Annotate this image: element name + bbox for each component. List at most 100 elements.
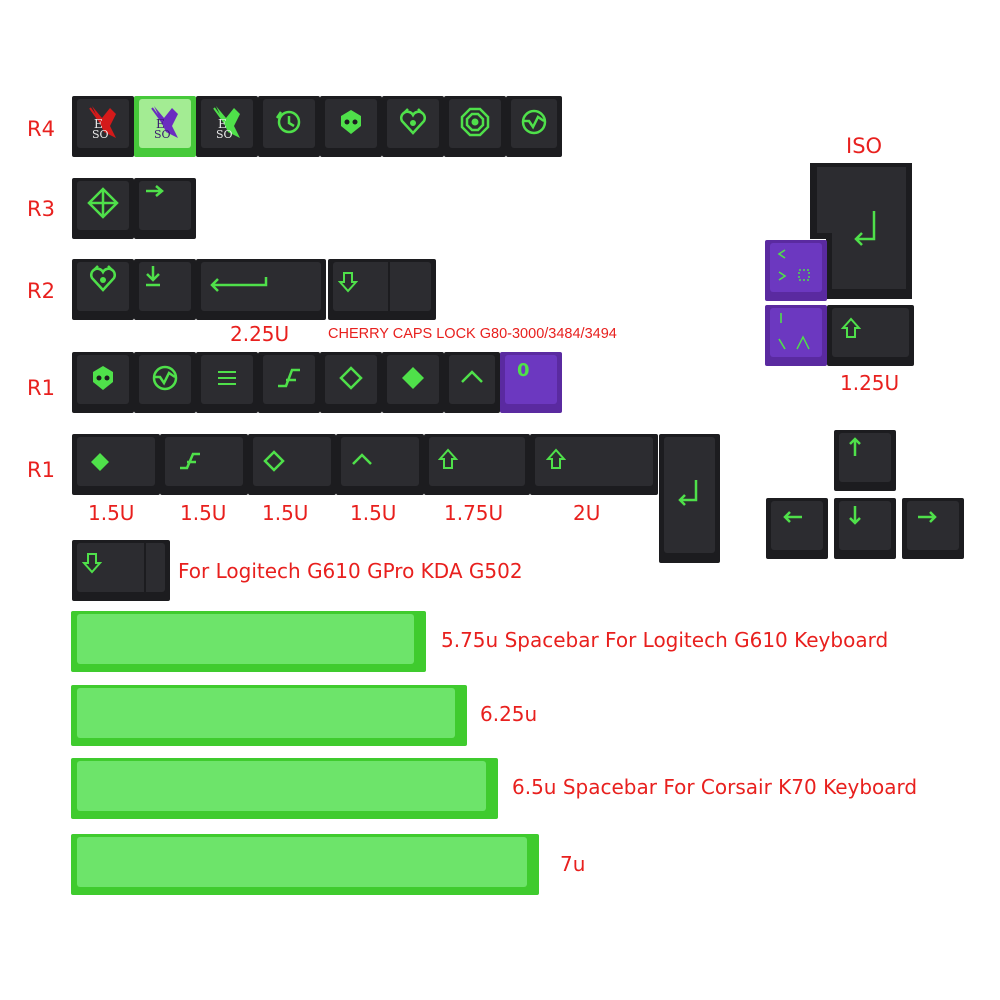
r1-175u-shift-key [424,434,530,495]
diamond-filled-icon-2 [91,453,109,471]
enter-arrow-icon [210,277,268,292]
circle-wave-icon-2 [152,365,178,391]
arrow-right-icon [146,185,164,197]
r2-enter-225u-key [196,259,326,320]
diamond-filled-icon [402,367,424,389]
row-label-r2: R2 [27,279,55,303]
arrow-down-key [834,498,896,559]
menu-lines-icon [218,371,236,385]
spacebar-575u [71,611,426,672]
iso-angle-brackets-icon [777,249,810,281]
r1-size-label-6: 2U [573,501,601,525]
r1-2u-shift-key [530,434,658,495]
arrow-right-key [902,498,964,559]
arrow-left-key [766,498,828,559]
arrow-right-icon-2 [918,511,937,523]
r1-15u-diamond-outline-key [248,434,336,495]
spacebar-7u-label: 7u [560,852,586,876]
r2-arrow-down-bar-key [134,259,196,320]
iso-125u-shift-key [827,305,914,366]
r1-size-label-4: 1.5U [350,501,397,525]
numeral-legend: 0 [517,360,530,381]
angel-face-icon-2 [93,366,113,390]
altgr-symbol-icon [278,368,300,388]
r1-diamond-filled-key [382,352,444,413]
logitech-note: For Logitech G610 GPro KDA G502 [178,559,523,583]
arrow-up-key [834,430,896,491]
r4-eva-green-key: E SO [196,96,258,157]
arrow-down-to-bar-icon [146,266,160,287]
eva-purple-logo-icon: E SO [151,106,178,140]
r3-diamond-cross-key [72,178,134,239]
r3-arrow-right-key [134,178,196,239]
svg-text:E: E [94,117,103,131]
arrow-left-icon [783,511,802,523]
row-label-r4: R4 [27,117,55,141]
spacebar-65u [71,758,498,819]
svg-text:SO: SO [216,128,233,140]
r2-angel-heart-key [72,259,134,320]
r2-cherry-caps-lock-key [328,259,436,320]
angel-heart-icon-2 [90,265,116,292]
r1-15u-caret-key [336,434,424,495]
r1-vertical-enter-key [659,434,720,563]
r4-timer-key [258,96,320,157]
octagon-icon [460,107,490,137]
spacebar-625u [71,685,467,746]
angel-heart-icon [400,108,426,135]
eva-red-logo-icon: E SO [89,106,116,140]
eva-green-logo-icon: E SO [213,106,240,140]
iso-purple-pipe-key [765,305,827,366]
svg-text:SO: SO [154,128,171,140]
altgr-symbol-icon-2 [180,452,200,470]
shift-outline-arrow-down-icon-2 [82,553,102,574]
caret-up-icon-2 [352,453,372,465]
diamond-outline-icon [339,366,363,390]
svg-text:E: E [218,117,227,131]
diamond-cross-icon [87,187,119,219]
r1-circle-wave-key [134,352,196,413]
circle-wave-icon [521,109,547,135]
row-label-r3: R3 [27,197,55,221]
diamond-outline-icon-2 [263,450,285,472]
enter-arrow-icon-2 [678,480,698,506]
r2-cherry-note: CHERRY CAPS LOCK G80-3000/3484/3494 [328,326,617,342]
row-label-r1-b: R1 [27,458,55,482]
shift-outline-arrow-up-icon [438,448,458,469]
r1-size-label-3: 1.5U [262,501,309,525]
spacebar-65u-label: 6.5u Spacebar For Corsair K70 Keyboard [512,775,918,799]
timer-icon [275,110,301,134]
r1-purple-numeral-key: 0 [500,352,562,413]
r4-angel-heart-key [382,96,444,157]
spacebar-625u-label: 6.25u [480,702,538,726]
spacebar-7u [71,834,539,895]
r1-diamond-outline-key [320,352,382,413]
r4-eva-red-key: E SO [72,96,134,157]
iso-title: ISO [846,134,883,158]
r1-angel-face-key [72,352,134,413]
spacebar-575u-label: 5.75u Spacebar For Logitech G610 Keyboar… [441,628,889,652]
r1-caret-key [444,352,500,413]
r4-octagon-key [444,96,506,157]
arrow-up-icon [849,437,861,456]
r1-15u-diamond-filled-key [72,434,160,495]
r1-size-label-5: 1.75U [444,501,504,525]
svg-text:E: E [156,117,165,131]
iso-purple-angle-key [765,240,827,301]
caret-up-icon [461,370,483,383]
arrow-down-icon [849,506,861,525]
r1-size-label-2: 1.5U [180,501,227,525]
iso-size-label: 1.25U [840,371,900,395]
r4-circle-wave-key [506,96,562,157]
shift-outline-arrow-up-icon-2 [546,448,566,469]
svg-text:SO: SO [92,128,109,140]
r1-15u-altgr-key [160,434,248,495]
r1-altgr-key [258,352,320,413]
r4-eva-purple-key: E SO [134,96,196,157]
shift-outline-arrow-down-icon [338,272,358,293]
row-label-r1-a: R1 [27,376,55,400]
r1-menu-key [196,352,258,413]
r2-enter-size-label: 2.25U [230,322,290,346]
iso-enter-key [810,163,912,299]
logitech-caps-lock-key [72,540,170,601]
